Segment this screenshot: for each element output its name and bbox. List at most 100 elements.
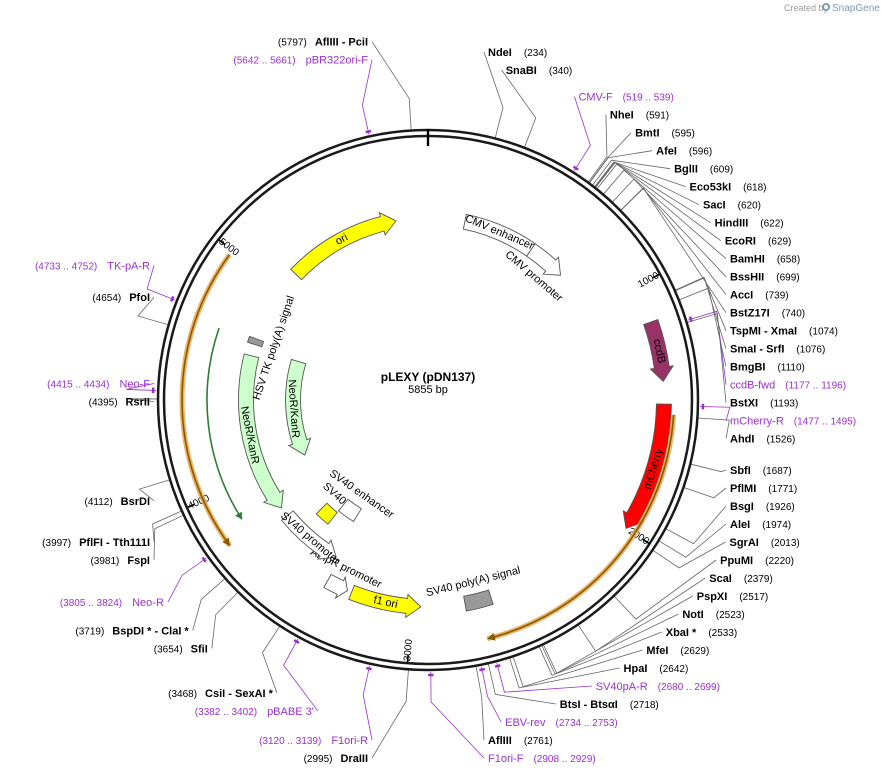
primer-binding-mark xyxy=(201,556,207,563)
tick-mark xyxy=(406,655,409,664)
primer-binding-mark xyxy=(365,129,372,134)
site-name: AfeI xyxy=(656,146,677,158)
site-label: (4654)PfoI xyxy=(92,292,150,304)
site-name: RsrII xyxy=(126,397,150,409)
site-position: (620) xyxy=(738,201,761,212)
primer-label: F1ori-F(2908 .. 2929) xyxy=(488,753,596,765)
primer-name: SV40pA-R xyxy=(596,681,648,693)
site-label: BmtI(595) xyxy=(635,128,695,140)
primer-name: EBV-rev xyxy=(505,717,546,729)
primer-binding-mark xyxy=(366,666,372,671)
feature-neor-kanr-arrow xyxy=(285,358,312,456)
leader-line xyxy=(501,69,537,148)
leader-line xyxy=(167,557,207,603)
leader-line xyxy=(475,665,485,741)
site-label: SacI(620) xyxy=(703,200,761,212)
site-position: (591) xyxy=(646,111,669,122)
feature-neor-kanr-arrow xyxy=(238,353,284,509)
site-label: (3997)PflFI - Tth111I xyxy=(42,537,150,549)
site-label: ScaI(2379) xyxy=(709,573,773,585)
site-name: AleI xyxy=(730,519,750,531)
orf-line xyxy=(181,254,231,547)
site-position: (3997) xyxy=(42,538,71,549)
leader-line xyxy=(613,559,717,620)
site-name: BspDI * xyxy=(112,625,152,637)
site-name: SbfI xyxy=(730,465,751,477)
primer-name: ccdB-fwd xyxy=(730,380,775,392)
site-name: BstZ17I xyxy=(730,308,770,320)
site-position: (2523) xyxy=(716,610,745,621)
leader-line xyxy=(496,663,592,693)
leader-lines xyxy=(125,41,731,759)
site-label: AflIII(2761) xyxy=(488,735,553,747)
leader-line xyxy=(658,523,727,558)
site-position: (1193) xyxy=(770,399,798,410)
site-name: SfiI xyxy=(191,643,208,655)
primer-name: TK-pA-R xyxy=(107,261,150,273)
site-position: (1771) xyxy=(768,484,797,495)
site-name: Eco53kI xyxy=(690,182,732,194)
site-name: BsgI xyxy=(730,501,754,513)
leader-line xyxy=(690,463,727,473)
tick-label: 1000 xyxy=(636,270,661,290)
site-label: BglII(609) xyxy=(674,164,733,176)
site-name-suffix: - ClaI * xyxy=(151,625,189,637)
feature-sv40-poly-a-signal-box xyxy=(463,589,494,612)
leader-line xyxy=(146,265,176,301)
primer-name: Neo-F xyxy=(119,379,150,391)
credit: Created by SnapGene xyxy=(784,3,880,14)
leader-line xyxy=(192,578,226,631)
primer-label: ccdB-fwd(1177 .. 1196) xyxy=(730,380,846,392)
primer-range: (2680 .. 2699) xyxy=(658,682,720,693)
primer-binding-mark xyxy=(170,295,175,302)
leader-line xyxy=(509,657,620,689)
site-position: (3654) xyxy=(154,644,183,655)
site-label: TspMI - XmaI(1074) xyxy=(730,326,838,338)
site-position: (2220) xyxy=(765,556,794,567)
site-name: AflIII xyxy=(488,735,512,747)
site-position: (3719) xyxy=(75,626,104,637)
primer-name: pBR322ori-F xyxy=(306,55,369,67)
site-label: PpuMI(2220) xyxy=(720,555,794,567)
leader-line xyxy=(137,296,169,326)
leader-line xyxy=(652,541,726,569)
site-label: (3981)FspI xyxy=(90,555,150,567)
leader-line xyxy=(362,665,373,741)
feature-sv40-enhancer-box xyxy=(337,498,362,523)
site-label: NdeI(234) xyxy=(488,47,547,59)
site-position: (2642) xyxy=(659,664,688,675)
site-position: (1074) xyxy=(809,327,838,338)
leader-line xyxy=(152,510,182,542)
site-name: TspMI xyxy=(730,326,761,338)
site-name: SnaBI xyxy=(506,65,537,77)
primer-range: (4415 .. 4434) xyxy=(47,380,109,391)
plasmid-name: pLEXY (pDN137) xyxy=(381,370,475,384)
site-label: (2995)DraIII xyxy=(304,753,368,765)
site-label: NotI(2523) xyxy=(682,609,744,621)
site-label: (3719) BspDI * - ClaI * xyxy=(75,625,189,637)
tick-mark xyxy=(186,503,195,509)
site-position: (5797) xyxy=(278,38,307,49)
site-name: PfoI xyxy=(129,292,150,304)
site-name: NheI xyxy=(610,110,634,122)
leader-line xyxy=(591,159,671,186)
site-name: BsrDI xyxy=(121,496,150,508)
site-position: (3468) xyxy=(168,689,197,700)
site-name: FspI xyxy=(127,555,150,567)
feature-f1-ori-arrow xyxy=(348,584,422,619)
feature-ccdb-arrow xyxy=(643,318,675,383)
site-position: (1687) xyxy=(763,466,792,477)
primer-name: F1ori-F xyxy=(488,753,524,765)
leader-line xyxy=(687,310,727,385)
leader-line xyxy=(594,162,711,224)
leader-line xyxy=(588,150,653,184)
orf-arrowhead xyxy=(487,632,496,641)
primer-binding-mark xyxy=(572,165,579,171)
feature-sv40-ori-box xyxy=(315,502,338,525)
credit-brand: SnapGene xyxy=(832,3,880,14)
tick-mark xyxy=(217,238,226,246)
site-position: (234) xyxy=(524,48,547,59)
primer-label: (3805 .. 3824)Neo-R xyxy=(60,597,164,609)
